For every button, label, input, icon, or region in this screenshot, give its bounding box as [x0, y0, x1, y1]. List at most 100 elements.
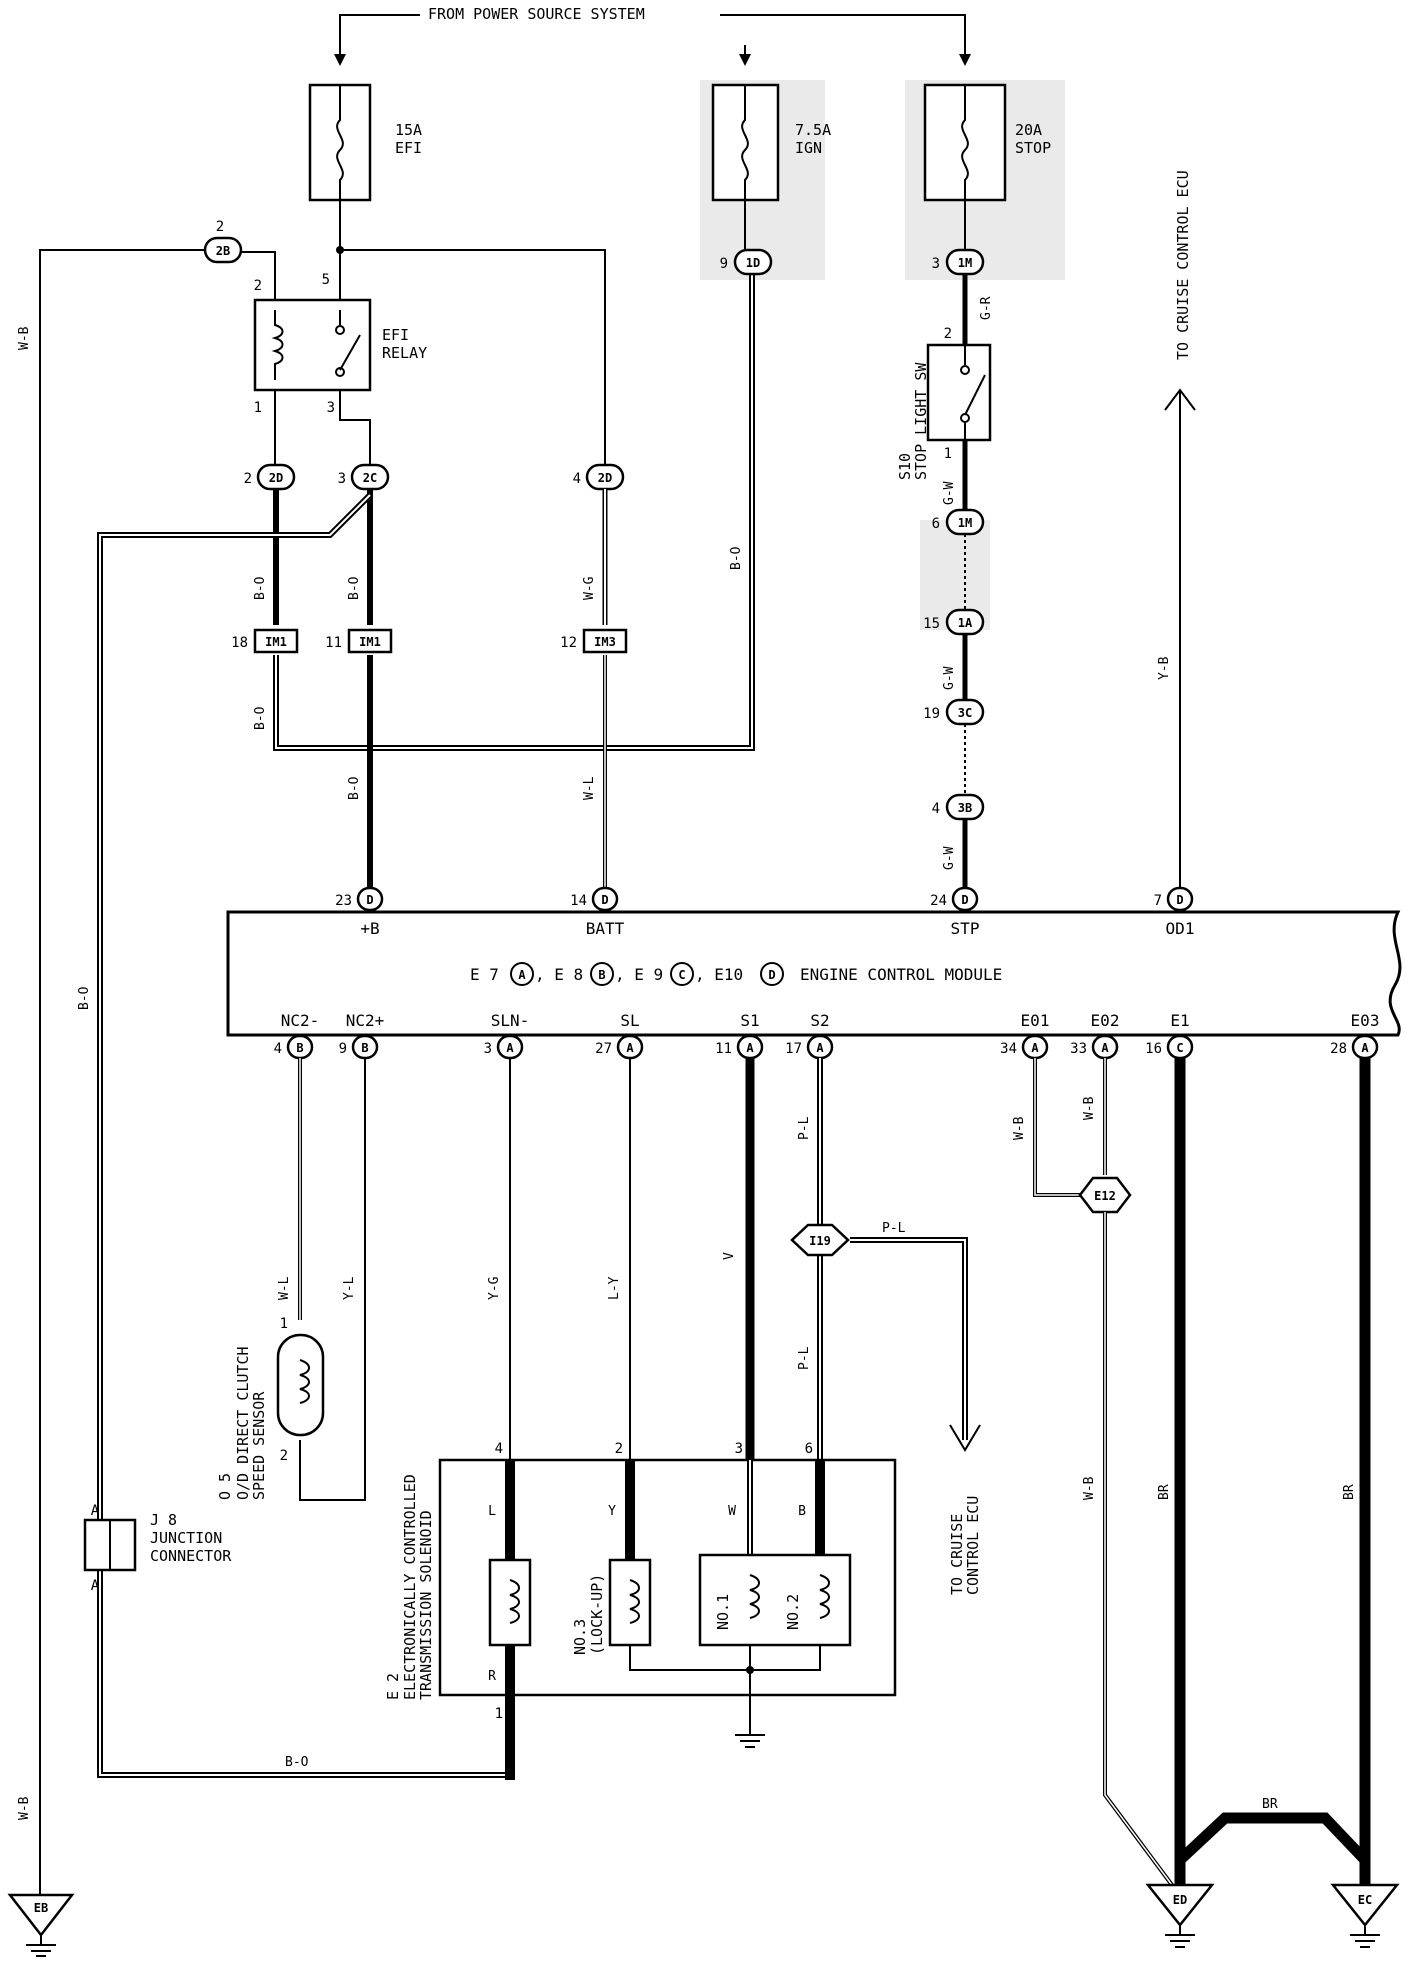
svg-text:CONNECTOR: CONNECTOR — [150, 1547, 232, 1565]
svg-text:7: 7 — [1154, 893, 1162, 909]
svg-text:JUNCTION: JUNCTION — [150, 1529, 222, 1547]
svg-text:2: 2 — [615, 1441, 623, 1457]
od1-line: Y-B TO CRUISE CONTROL ECU — [1157, 170, 1196, 888]
svg-text:D: D — [961, 893, 968, 907]
svg-text:Y-L: Y-L — [342, 1276, 357, 1300]
svg-text:, E 8: , E 8 — [535, 965, 583, 984]
stop-circuit: 1M 3 G-R 2 S10 STOP LIGHT SW 1 G-W 1M 6 … — [896, 200, 994, 888]
connectors-im: IM1 18 IM1 11 IM3 12 — [231, 628, 628, 654]
svg-text:D: D — [601, 893, 608, 907]
svg-text:L: L — [488, 1504, 496, 1519]
svg-text:4: 4 — [495, 1441, 503, 1457]
svg-text:TO CRUISE CONTROL ECU: TO CRUISE CONTROL ECU — [1174, 170, 1192, 360]
svg-text:SLN-: SLN- — [491, 1011, 530, 1030]
engine-control-module: +B BATT STP OD1 E 7 A , E 8 B , E 9 C , … — [226, 910, 1402, 1037]
svg-text:3B: 3B — [958, 801, 972, 815]
svg-text:A: A — [746, 1041, 754, 1055]
efi-wiring: 5 — [322, 200, 606, 465]
solenoid-signal-wires: Y-G L-Y V P-L P-L — [487, 1058, 823, 1460]
svg-text:C: C — [678, 968, 685, 982]
svg-text:EB: EB — [34, 1901, 48, 1915]
svg-text:STOP: STOP — [1015, 139, 1051, 157]
svg-text:STOP LIGHT SW: STOP LIGHT SW — [912, 362, 930, 480]
svg-text:D: D — [1176, 893, 1183, 907]
wires-below-im: B-O B-O W-L B-O — [253, 270, 755, 888]
svg-text:1D: 1D — [746, 256, 760, 270]
svg-text:2: 2 — [280, 1448, 288, 1464]
svg-text:3: 3 — [338, 471, 346, 487]
svg-text:1M: 1M — [958, 516, 972, 530]
svg-text:NO.1: NO.1 — [714, 1594, 732, 1630]
svg-text:D: D — [768, 968, 775, 982]
ground-wires-br: BR BR BR — [1157, 1058, 1371, 1885]
svg-text:2: 2 — [254, 278, 262, 294]
transmission-solenoid: 4 2 3 6 1 L R Y NO.3 (LOCK-UP) W B NO.1 … — [384, 1441, 897, 1780]
connector-row-2d-2c: 2D 2 2C 3 2D 4 — [244, 463, 625, 491]
fuse-efi: 15A EFI — [308, 83, 422, 202]
svg-text:CONTROL ECU: CONTROL ECU — [964, 1496, 982, 1595]
connector-i19: I19 P-L TO CRUISE CONTROL ECU — [790, 1221, 982, 1595]
svg-text:3: 3 — [932, 256, 940, 272]
svg-text:1: 1 — [254, 400, 262, 416]
svg-text:ENGINE CONTROL MODULE: ENGINE CONTROL MODULE — [800, 965, 1002, 984]
svg-text:11: 11 — [325, 635, 342, 651]
svg-text:2D: 2D — [269, 471, 283, 485]
svg-text:NC2-: NC2- — [281, 1011, 320, 1030]
svg-text:G-R: G-R — [979, 296, 994, 320]
power-source-label: FROM POWER SOURCE SYSTEM — [428, 5, 645, 23]
svg-text:ED: ED — [1173, 1893, 1187, 1907]
svg-text:NO.2: NO.2 — [784, 1594, 802, 1630]
svg-text:A: A — [1031, 1041, 1039, 1055]
svg-text:B: B — [598, 968, 605, 982]
svg-text:2B: 2B — [216, 244, 230, 258]
svg-text:SPEED SENSOR: SPEED SENSOR — [250, 1391, 268, 1500]
svg-text:G-W: G-W — [942, 666, 957, 690]
svg-text:NO.3: NO.3 — [571, 1619, 589, 1655]
svg-text:Y: Y — [608, 1504, 616, 1519]
svg-text:6: 6 — [805, 1441, 813, 1457]
svg-text:1: 1 — [280, 1316, 288, 1332]
svg-text:P-L: P-L — [882, 1221, 906, 1236]
svg-text:9: 9 — [339, 1041, 347, 1057]
ecm-bottom-pins: B4 B9 A3 A27 A11 A17 A34 A33 C16 A28 — [274, 1034, 1379, 1060]
svg-text:20A: 20A — [1015, 121, 1042, 139]
svg-text:4: 4 — [573, 471, 581, 487]
svg-text:1: 1 — [944, 446, 952, 462]
svg-text:B: B — [296, 1041, 303, 1055]
svg-text:L-Y: L-Y — [607, 1276, 622, 1300]
svg-text:E03: E03 — [1351, 1011, 1380, 1030]
svg-text:G-W: G-W — [942, 481, 957, 505]
power-source-line: FROM POWER SOURCE SYSTEM — [334, 5, 971, 66]
svg-text:E01: E01 — [1021, 1011, 1050, 1030]
svg-text:W: W — [728, 1504, 736, 1519]
svg-text:28: 28 — [1330, 1041, 1347, 1057]
svg-text:W-B: W-B — [1082, 1476, 1097, 1500]
svg-text:V: V — [722, 1252, 737, 1260]
wire-w-g: W-G — [582, 489, 608, 625]
svg-text:P-L: P-L — [797, 1116, 812, 1140]
svg-text:Y-G: Y-G — [487, 1276, 502, 1300]
svg-text:ELECTRONICALLY CONTROLLED: ELECTRONICALLY CONTROLLED — [401, 1474, 419, 1700]
svg-text:11: 11 — [715, 1041, 732, 1057]
fuse-stop: 20A STOP — [923, 83, 1051, 202]
svg-text:1: 1 — [495, 1706, 503, 1722]
svg-text:7.5A: 7.5A — [795, 121, 831, 139]
svg-text:14: 14 — [570, 893, 587, 909]
svg-text:D: D — [366, 893, 373, 907]
svg-text:15A: 15A — [395, 121, 422, 139]
connector-2b: 2B 2 W-B W-B — [17, 219, 243, 1895]
junction-connector-j8: A A J 8 JUNCTION CONNECTOR — [83, 1503, 232, 1594]
svg-text:C: C — [1176, 1041, 1183, 1055]
svg-text:A: A — [626, 1041, 634, 1055]
svg-text:BR: BR — [1157, 1484, 1172, 1500]
svg-text:J 8: J 8 — [150, 1511, 177, 1529]
svg-text:NC2+: NC2+ — [346, 1011, 385, 1030]
svg-text:, E 9: , E 9 — [615, 965, 663, 984]
svg-text:BR: BR — [1262, 1797, 1278, 1812]
svg-text:23: 23 — [335, 893, 352, 909]
ground-eb: EB — [7, 1893, 75, 1957]
fuse-ign: 7.5A IGN — [711, 83, 831, 202]
svg-text:BATT: BATT — [586, 919, 625, 938]
